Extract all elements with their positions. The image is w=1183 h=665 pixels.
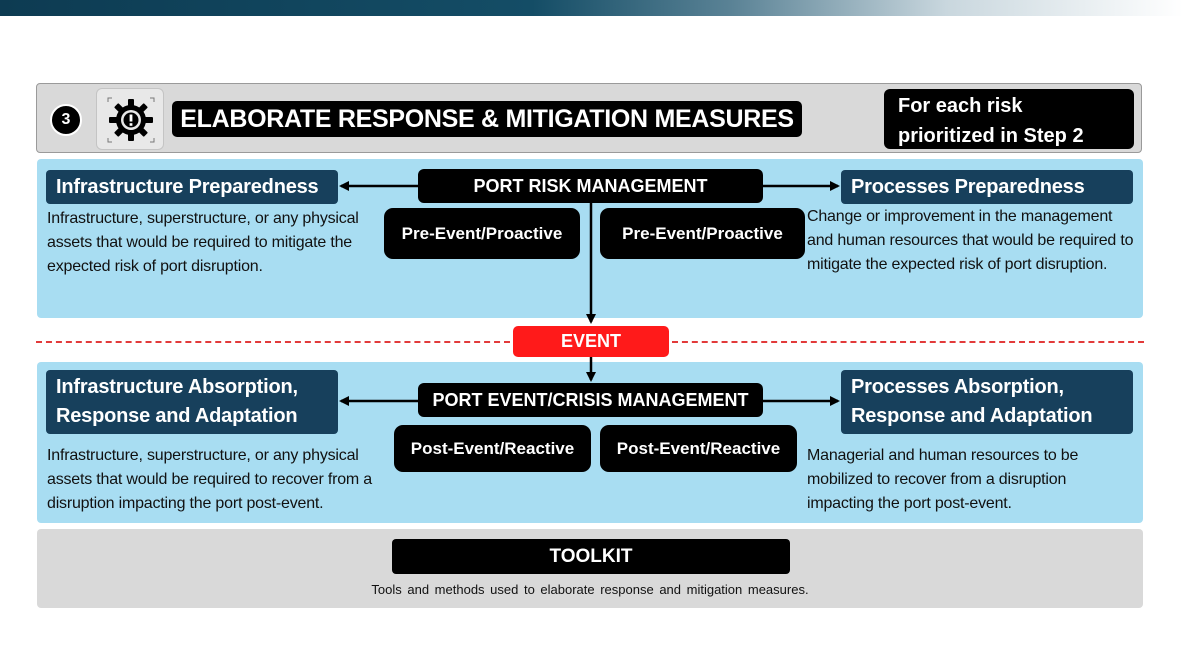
infrastructure-preparedness-title: Infrastructure Preparedness bbox=[46, 170, 338, 204]
event-divider-left bbox=[36, 341, 510, 343]
processes-absorption-title-line1: Processes Absorption, bbox=[851, 376, 1064, 398]
processes-preparedness-title: Processes Preparedness bbox=[841, 170, 1133, 204]
toolkit-desc: Tools and methods used to elaborate resp… bbox=[371, 582, 809, 597]
top-gradient-bar bbox=[0, 0, 1183, 16]
port-event-crisis-management-label: PORT EVENT/CRISIS MANAGEMENT bbox=[418, 383, 763, 417]
infrastructure-absorption-title-line1: Infrastructure Absorption, bbox=[56, 376, 298, 398]
scope-note-box: For each risk prioritized in Step 2 bbox=[884, 89, 1134, 149]
infrastructure-absorption-desc: Infrastructure, superstructure, or any p… bbox=[47, 447, 372, 512]
step-number-badge: 3 bbox=[50, 104, 82, 136]
post-event-phase-left: Post-Event/Reactive bbox=[394, 425, 591, 472]
infrastructure-absorption-title-line2: Response and Adaptation bbox=[56, 405, 298, 427]
event-label: EVENT bbox=[513, 326, 669, 357]
page-title: ELABORATE RESPONSE & MITIGATION MEASURES bbox=[172, 101, 802, 137]
processes-absorption-title-line2: Response and Adaptation bbox=[851, 405, 1093, 427]
infrastructure-absorption-title: Infrastructure Absorption, Response and … bbox=[46, 370, 338, 434]
pre-event-phase-right: Pre-Event/Proactive bbox=[600, 208, 805, 259]
infrastructure-preparedness-desc: Infrastructure, superstructure, or any p… bbox=[47, 210, 359, 275]
event-divider-right bbox=[672, 341, 1144, 343]
pre-event-phase-left: Pre-Event/Proactive bbox=[384, 208, 580, 259]
port-risk-management-label: PORT RISK MANAGEMENT bbox=[418, 169, 763, 203]
post-event-phase-right: Post-Event/Reactive bbox=[600, 425, 797, 472]
gear-warning-icon bbox=[107, 97, 155, 143]
gear-warning-icon-box bbox=[96, 88, 164, 150]
processes-absorption-title: Processes Absorption, Response and Adapt… bbox=[841, 370, 1133, 434]
scope-note-line1: For each risk bbox=[898, 95, 1023, 117]
processes-absorption-desc: Managerial and human resources to be mob… bbox=[807, 447, 1079, 512]
processes-preparedness-desc: Change or improvement in the management … bbox=[807, 208, 1134, 273]
toolkit-label: TOOLKIT bbox=[392, 539, 790, 574]
scope-note-line2: prioritized in Step 2 bbox=[898, 125, 1084, 147]
